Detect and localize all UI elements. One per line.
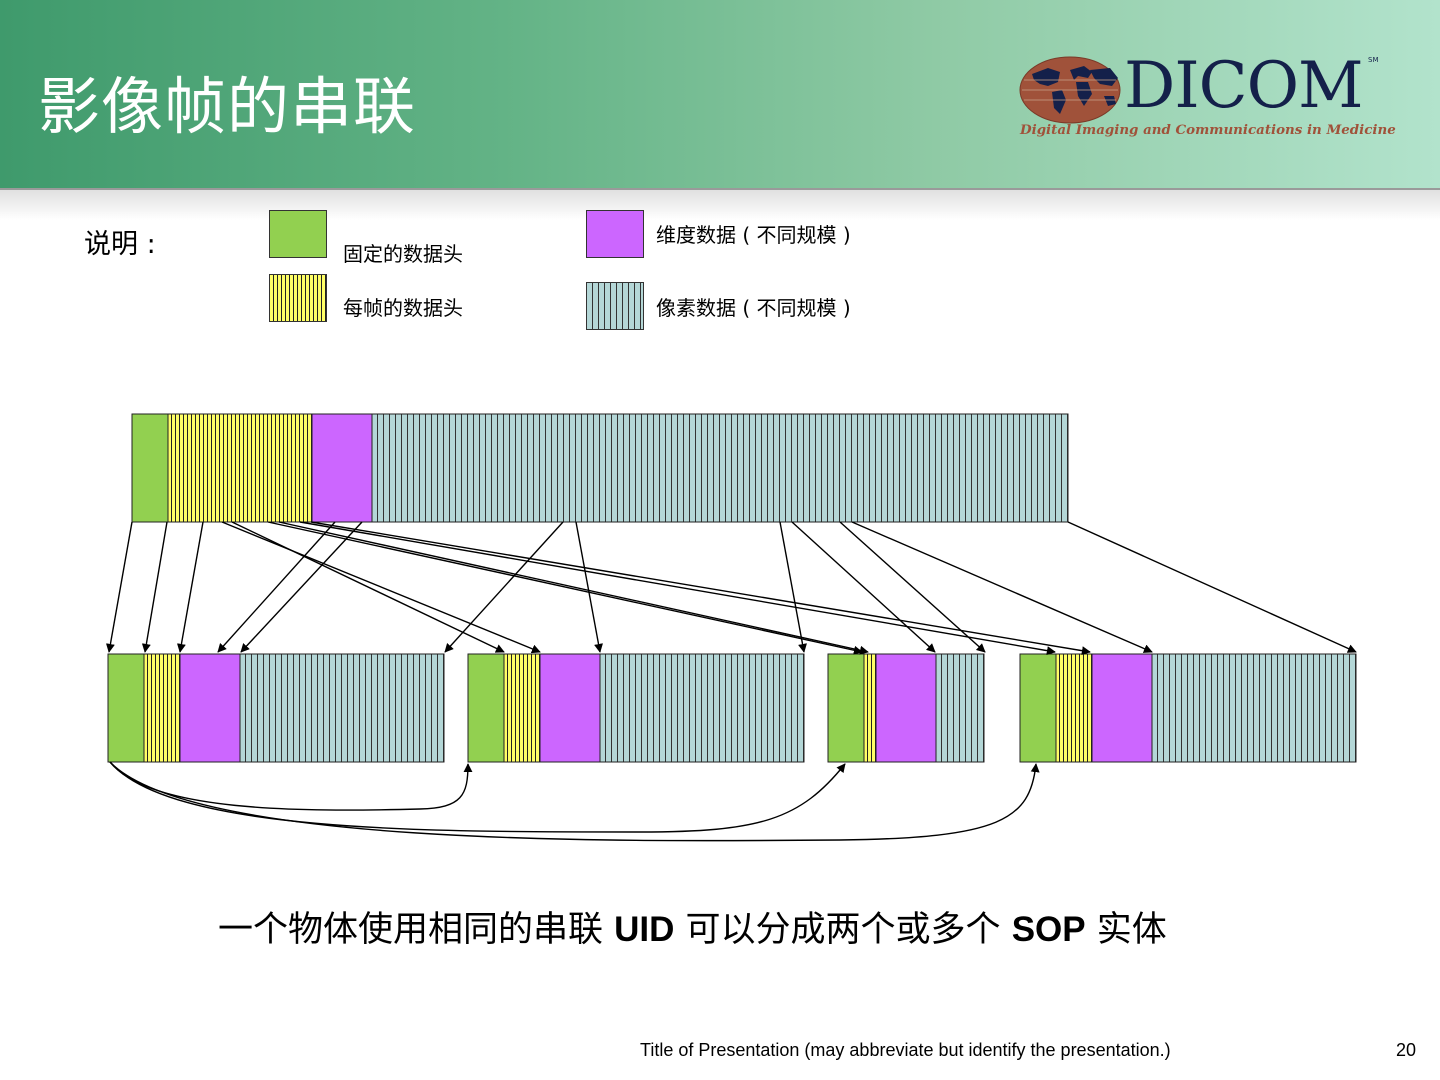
caption-uid: UID [614,910,675,949]
legend-label-per-frame-header: 每帧的数据头 [343,296,463,320]
legend-label-dimension-data: 维度数据 ( 不同规模 ) [656,223,851,247]
page-number: 20 [1396,1040,1417,1060]
source-fixed-header [131,413,169,523]
sop-instance-1 [107,653,445,763]
dicom-logo: DICOM SM Digital Imaging and Communicati… [1018,48,1398,148]
slide-header [0,0,1440,190]
logo-service-mark: SM [1368,56,1379,64]
slide-title: 影像帧的串联 [38,70,417,143]
header-shadow [0,190,1440,220]
source-object-bar [131,413,1069,523]
legend-swatch-per-frame-header [269,274,327,322]
logo-tagline: Digital Imaging and Communications in Me… [1020,122,1396,138]
footer-presentation-title: Title of Presentation (may abbreviate bu… [640,1040,1171,1060]
legend-swatch-pixel-data [586,282,644,330]
source-per-frame-header [167,413,313,523]
legend-title: 说明 : [84,229,156,260]
source-pixel-data [371,413,1069,523]
source-dimension-data [311,413,373,523]
globe-icon [1019,56,1121,124]
distribution-arrows [105,521,1357,656]
dicom-wordmark: DICOM [1124,49,1364,123]
legend-swatch-dimension-data [586,210,644,258]
sop-instance-4 [1019,653,1357,763]
caption-sop: SOP [1011,910,1086,949]
slide-caption: 一个物体使用相同的串联 UID 可以分成两个或多个 SOP 实体 [218,910,1167,950]
sop-instance-3 [827,653,985,763]
legend-label-pixel-data: 像素数据 ( 不同规模 ) [656,296,851,320]
legend-label-fixed-header: 固定的数据头 [343,242,463,266]
sop-instance-2 [467,653,805,763]
legend-swatch-fixed-header [269,210,327,258]
fixed-header-copy-arrows [109,761,1040,842]
